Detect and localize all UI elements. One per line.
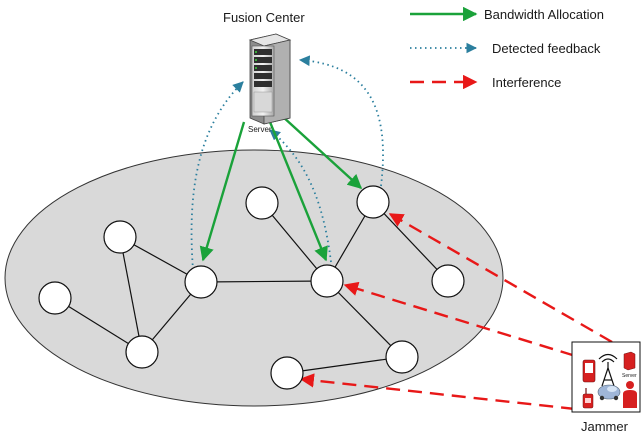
- feedback-arrow: [298, 55, 384, 187]
- jammer-server-icon: Server: [622, 351, 637, 379]
- interference-arrows: [299, 212, 613, 411]
- legend-bandwidth-label: Bandwidth Allocation: [484, 7, 604, 22]
- fusion-center-server-icon: Server: [248, 33, 292, 134]
- feedback-arrow: [190, 81, 244, 271]
- bandwidth-arrow: [268, 121, 328, 262]
- network-node: [310, 264, 344, 298]
- bandwidth-arrow: [199, 121, 246, 262]
- network-area: [4, 149, 504, 407]
- network-node: [103, 220, 137, 254]
- fusion-center-server-text: Server: [248, 125, 272, 134]
- antenna-tower-icon: [598, 353, 618, 387]
- bandwidth-arrows: [199, 115, 363, 262]
- interference-arrow: [299, 373, 576, 411]
- legend-interference-label: Interference: [492, 75, 561, 90]
- fusion-center-label: Fusion Center: [223, 10, 305, 25]
- network-node: [184, 265, 218, 299]
- jammer-server-text: Server: [622, 373, 637, 379]
- edge: [119, 236, 143, 353]
- jammer-box: Server: [571, 341, 641, 413]
- legend-feedback-label: Detected feedback: [492, 41, 601, 56]
- edge: [54, 297, 143, 353]
- mobile-phone-icon: [582, 359, 596, 383]
- network-node: [38, 281, 72, 315]
- edge: [286, 356, 403, 374]
- feedback-arrows: [190, 55, 384, 271]
- car-icon: [597, 384, 621, 401]
- edge: [261, 202, 328, 282]
- edge: [372, 201, 449, 282]
- edge: [326, 280, 403, 358]
- network-node: [356, 185, 390, 219]
- network-node: [245, 186, 279, 220]
- bandwidth-arrow: [281, 115, 363, 189]
- network-node: [125, 335, 159, 369]
- feedback-arrow: [269, 129, 332, 263]
- jammer-label: Jammer: [581, 419, 629, 434]
- radio-icon: [582, 388, 594, 409]
- legend: Bandwidth Allocation Detected feedback I…: [410, 6, 604, 90]
- person-icon: [623, 381, 637, 408]
- edge: [200, 280, 328, 283]
- network-node: [431, 264, 465, 298]
- network-node: [385, 340, 419, 374]
- network-node: [270, 356, 304, 390]
- network-nodes: [38, 185, 465, 390]
